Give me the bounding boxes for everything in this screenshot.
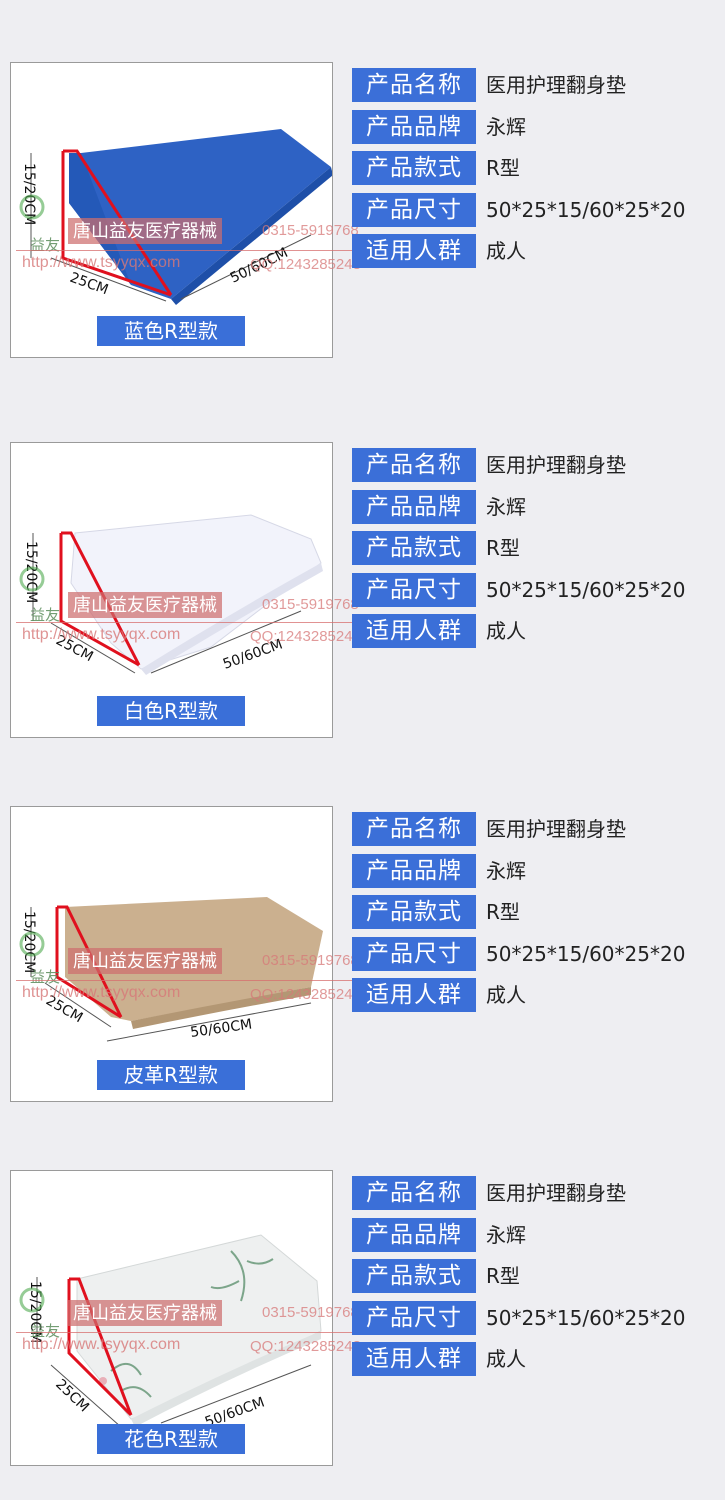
product-photo: 15/20CM 25CM 50/60CM 蓝色R型款 (10, 62, 333, 358)
product-photo: 15/20CM 25CM 50/60CM 白色R型款 (10, 442, 333, 738)
product-photo: 15/20CM 25CM 50/60CM 花色R型款 (10, 1170, 333, 1466)
watermark-logo-icon (19, 566, 45, 592)
product-caption: 花色R型款 (97, 1424, 245, 1454)
dimension-width: 25CM (68, 270, 111, 299)
watermark-phone: 0315-5919768 (262, 222, 359, 239)
product-white: 15/20CM 25CM 50/60CM 白色R型款 益友 唐山益友医疗器械 0… (0, 442, 725, 742)
watermark-logo-text: 益友 (30, 236, 61, 254)
product-leather: 15/20CM 25CM 50/60CM 皮革R型款 益友 唐山益友医疗器械 0… (0, 806, 725, 1106)
product-blue: 15/20CM 25CM 50/60CM 蓝色R型款 益友 唐山益友医疗器械 0… (0, 62, 725, 362)
watermark-qq: QQ:1243285248 (250, 256, 361, 273)
product-caption: 皮革R型款 (97, 1060, 245, 1090)
svg-text:50/60CM: 50/60CM (189, 1016, 253, 1041)
product-caption: 蓝色R型款 (97, 316, 245, 346)
watermark-logo-icon (19, 931, 45, 957)
watermark-logo-icon (19, 194, 45, 220)
wedge-pillow-blue: 15/20CM 25CM 50/60CM (21, 129, 332, 305)
dimension-height: 15/20CM (21, 163, 37, 225)
product-caption: 白色R型款 (97, 696, 245, 726)
product-floral: 15/20CM 25CM 50/60CM 花色R型款 益友 唐山益友医疗器械 0… (0, 1170, 725, 1470)
watermark-logo-icon (19, 1287, 45, 1313)
watermark-company: 唐山益友医疗器械 (68, 218, 222, 244)
watermark-divider (16, 250, 396, 251)
svg-text:15/20CM: 15/20CM (21, 911, 37, 973)
wedge-pillow-white: 15/20CM 25CM 50/60CM (23, 514, 323, 675)
watermark-url: http://www.tsyyqx.com (22, 254, 181, 271)
wedge-pillow-floral: 15/20CM 25CM 50/60CM (27, 1234, 322, 1431)
